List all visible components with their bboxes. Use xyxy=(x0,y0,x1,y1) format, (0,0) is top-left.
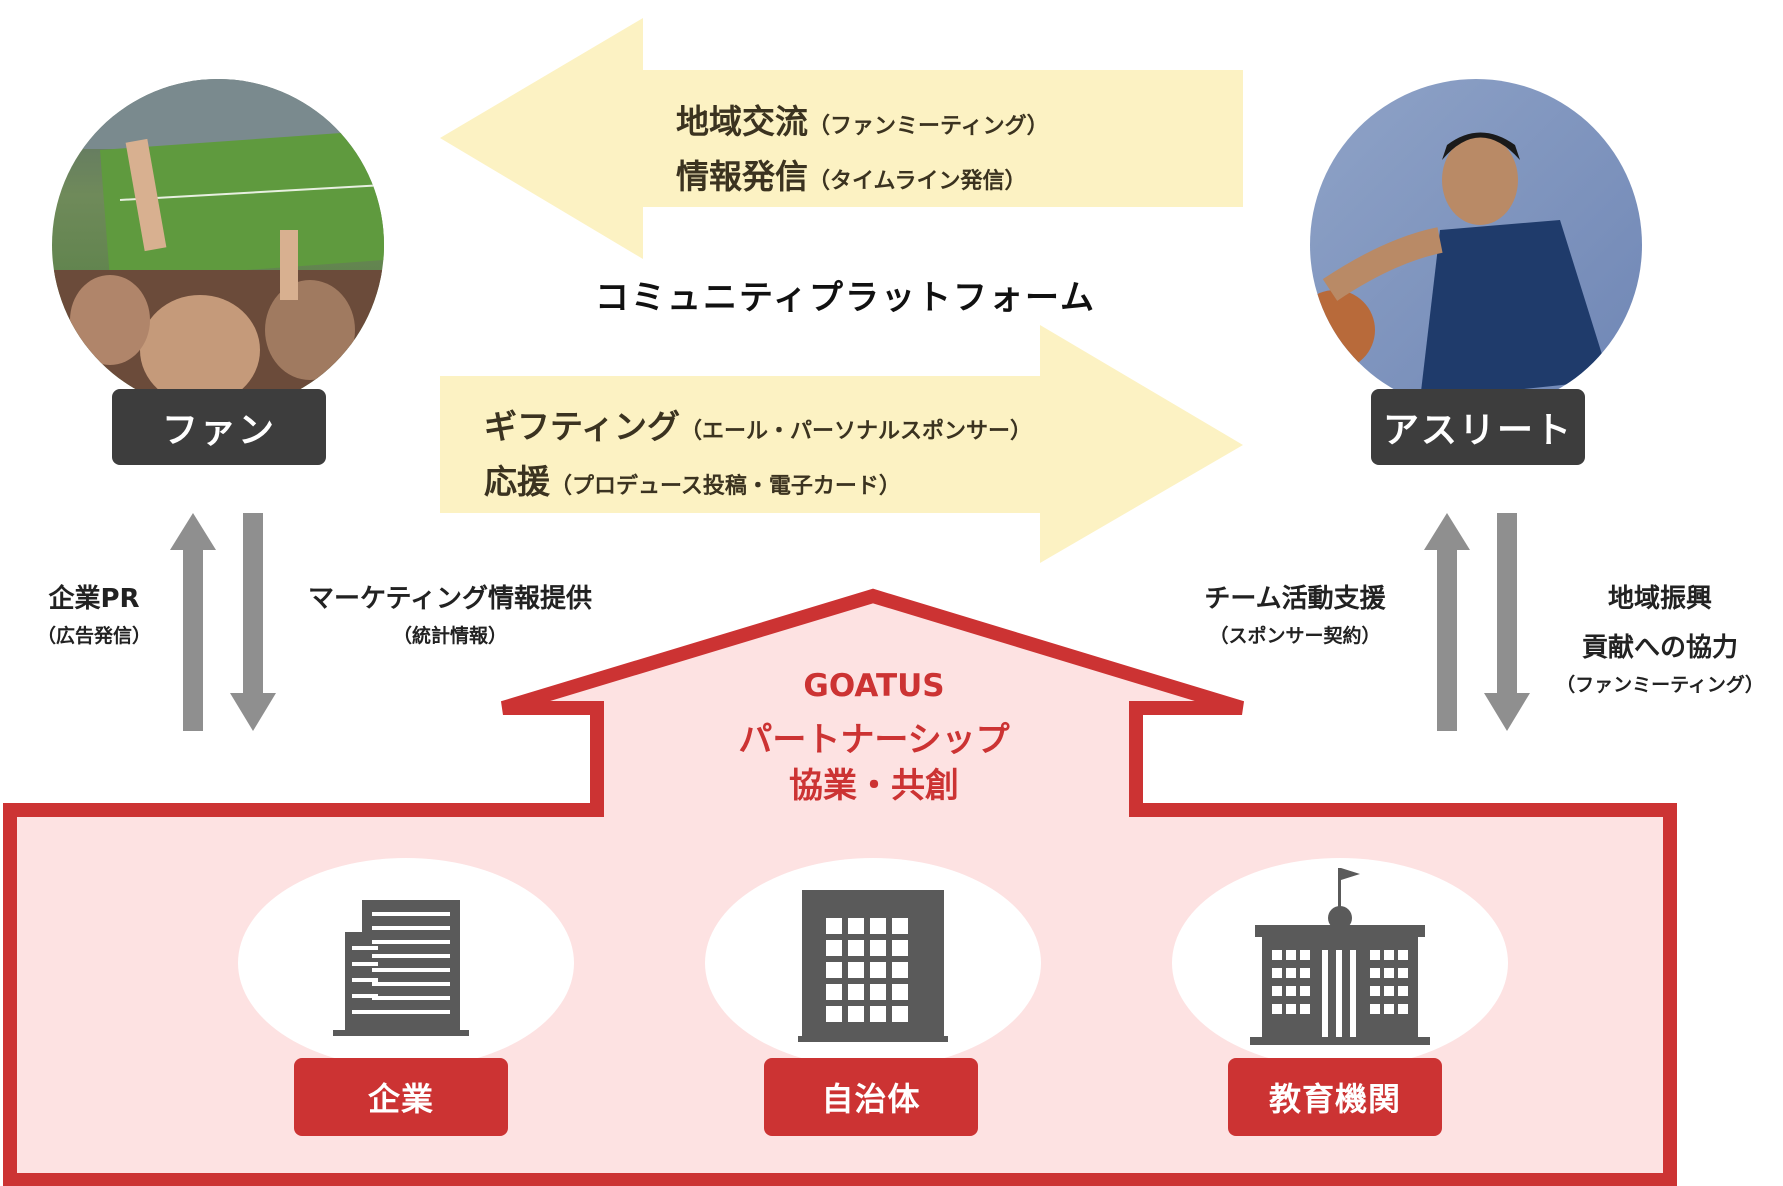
left-up-main: 企業PR xyxy=(48,584,140,614)
top-arrow-line1: 地域交流（ファンミーティング） xyxy=(676,95,1049,143)
right-down-arrow xyxy=(1484,513,1530,731)
left-down-arrow xyxy=(230,513,276,731)
bottom-arrow-shape xyxy=(440,325,1243,563)
athlete-label: アスリート xyxy=(1371,389,1585,465)
left-up-sub: （広告発信） xyxy=(36,625,151,647)
partner-label-municipality: 自治体 xyxy=(764,1058,978,1136)
right-down-main2: 貢献への協力 xyxy=(1581,633,1738,663)
right-up-sub: （スポンサー契約） xyxy=(1209,625,1381,647)
right-down-main1: 地域振興 xyxy=(1607,584,1712,614)
left-down-text: マーケティング情報提供 （統計情報） xyxy=(280,578,620,648)
left-down-main: マーケティング情報提供 xyxy=(308,584,592,614)
top-arrow-line2-sub: （タイムライン発信） xyxy=(808,169,1027,194)
office-building-icon xyxy=(333,900,469,1036)
top-arrow-line2: 情報発信（タイムライン発信） xyxy=(676,150,1026,198)
bottom-arrow-line1: ギフティング（エール・パーソナルスポンサー） xyxy=(484,400,1032,448)
top-arrow-line2-main: 情報発信 xyxy=(676,157,808,196)
roof-line2: パートナーシップ xyxy=(738,720,1010,760)
top-arrow-line1-main: 地域交流 xyxy=(676,102,808,141)
bottom-arrow-line1-sub: （エール・パーソナルスポンサー） xyxy=(680,419,1033,444)
government-building-icon xyxy=(798,890,948,1042)
right-up-text: チーム活動支援 （スポンサー契約） xyxy=(1170,578,1420,648)
partner-label-corporate: 企業 xyxy=(294,1058,508,1136)
bottom-arrow-line2: 応援（プロデュース投稿・電子カード） xyxy=(484,455,901,503)
right-up-arrow xyxy=(1424,513,1470,731)
top-arrow-shape xyxy=(440,18,1243,259)
left-up-text: 企業PR （広告発信） xyxy=(24,578,164,648)
bottom-arrow-line1-main: ギフティング xyxy=(484,407,681,446)
top-arrow-line1-sub: （ファンミーティング） xyxy=(808,114,1049,139)
fan-photo xyxy=(52,79,384,411)
school-building-icon xyxy=(1250,868,1430,1045)
right-down-text: 地域振興 貢献への協力 （ファンミーティング） xyxy=(1540,578,1780,697)
right-up-main: チーム活動支援 xyxy=(1204,584,1386,614)
roof-line1: GOATUS xyxy=(803,668,945,704)
athlete-photo xyxy=(1310,79,1642,411)
roof-line3: 協業・共創 xyxy=(789,766,959,806)
bottom-arrow-line2-main: 応援 xyxy=(484,462,550,501)
left-down-sub: （統計情報） xyxy=(392,625,507,647)
bottom-arrow-line2-sub: （プロデュース投稿・電子カード） xyxy=(550,474,901,499)
partner-label-education: 教育機関 xyxy=(1228,1058,1442,1136)
right-down-sub: （ファンミーティング） xyxy=(1556,674,1764,696)
fan-label: ファン xyxy=(112,389,326,465)
left-up-arrow xyxy=(170,513,216,731)
platform-label: コミュニティプラットフォーム xyxy=(595,278,1096,318)
